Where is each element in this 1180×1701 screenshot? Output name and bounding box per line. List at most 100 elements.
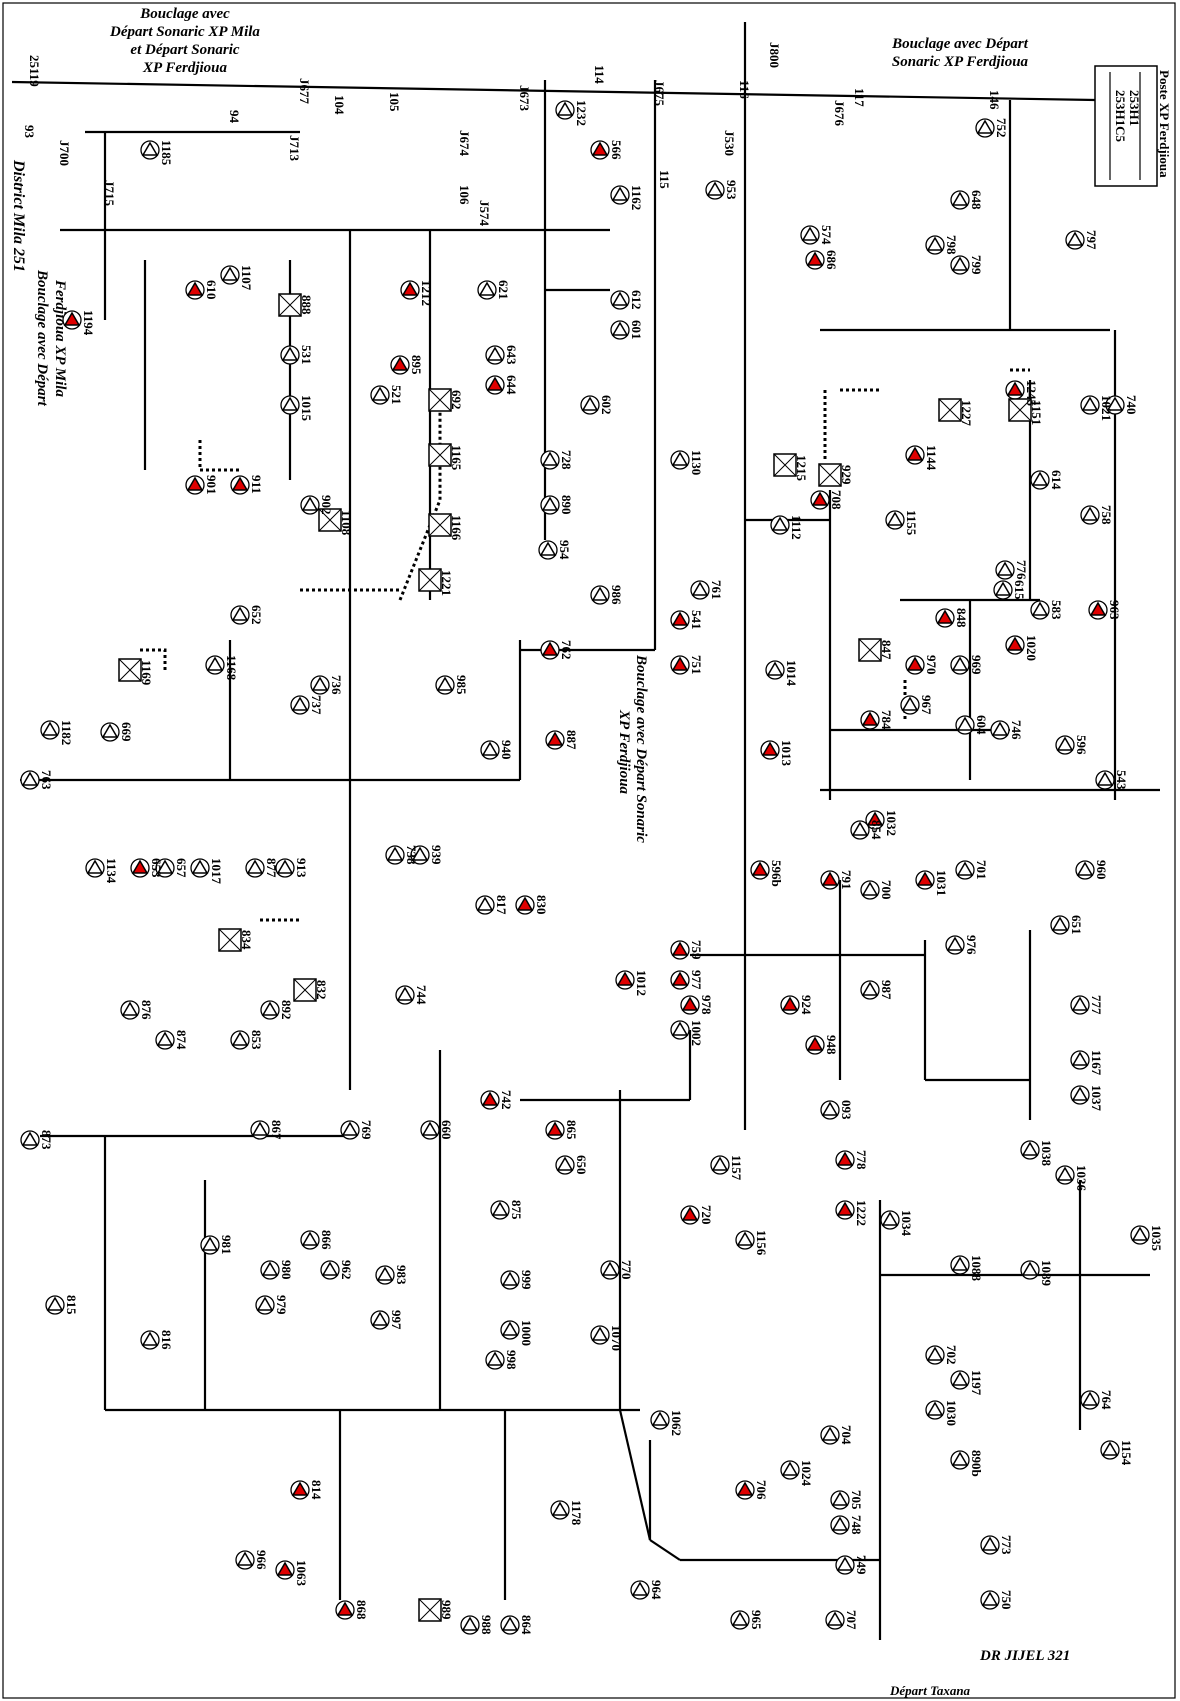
substation-label: 985 [454, 675, 469, 695]
red-transformer-icon [546, 1121, 564, 1136]
substation-686 [805, 250, 825, 270]
substation-label: 948 [824, 1035, 839, 1055]
transformer-icon [1021, 1141, 1039, 1156]
transformer-icon [781, 1461, 799, 1476]
transformer-icon [951, 1256, 969, 1271]
substation-label: 776 [1014, 560, 1029, 580]
substation-label: 1155 [904, 510, 919, 536]
cable-sections [140, 368, 1030, 922]
substation-763 [20, 770, 40, 790]
transformer-icon [551, 1501, 569, 1516]
substation-1034 [880, 1210, 900, 1230]
substation-label: 1165 [449, 445, 464, 471]
transformer-icon [281, 346, 299, 361]
substation-750 [980, 1590, 1000, 1610]
substation-977 [670, 970, 690, 990]
substation-751 [670, 655, 690, 675]
substation-label: 737 [309, 695, 324, 715]
transformer-icon [991, 721, 1009, 736]
substation-label: 1088 [969, 1255, 984, 1282]
transformer-icon [121, 1001, 139, 1016]
feeder-label: 117 [852, 88, 867, 107]
transformer-icon [1071, 996, 1089, 1011]
substation-label: 1038 [1039, 1140, 1054, 1167]
transformer-icon [411, 846, 429, 861]
feeder-label: J677 [297, 78, 312, 105]
substation-1000 [500, 1320, 520, 1340]
red-transformer-icon [291, 1481, 309, 1496]
substation-791 [820, 870, 840, 890]
substation-830 [515, 895, 535, 915]
substation-1215 [773, 453, 797, 477]
substation-label: 738 [404, 845, 419, 865]
substation-986 [590, 585, 610, 605]
substation-1212 [400, 280, 420, 300]
substation-label: 574 [819, 225, 834, 245]
substation-1162 [610, 185, 630, 205]
substation-1014 [765, 660, 785, 680]
transformer-icon [291, 696, 309, 711]
transformer-icon [156, 859, 174, 874]
substation-label: 1032 [884, 810, 899, 836]
red-transformer-icon [671, 611, 689, 626]
feeder-label: J675 [652, 80, 667, 107]
red-transformer-icon [866, 811, 884, 826]
transformer-icon [501, 1616, 519, 1631]
transformer-icon [539, 541, 557, 556]
substation-848 [935, 608, 955, 628]
substation-label: 890b [969, 1450, 984, 1477]
substation-777 [1070, 995, 1090, 1015]
substation-653 [130, 858, 150, 878]
substation-label: 814 [309, 1480, 324, 1500]
substation-574 [800, 225, 820, 245]
substation-1154 [1100, 1440, 1120, 1460]
substation-566 [590, 140, 610, 160]
substation-1227 [938, 398, 962, 422]
substation-label: 621 [496, 280, 511, 300]
substation-label: 601 [629, 320, 644, 340]
substation-label: 744 [414, 985, 429, 1005]
substation-label: 892 [279, 1000, 294, 1020]
red-transformer-icon [541, 641, 559, 656]
substation-864 [500, 1615, 520, 1635]
red-transformer-icon [1006, 636, 1024, 651]
substation-644 [485, 375, 505, 395]
substation-label: 1012 [634, 970, 649, 996]
substation-854 [850, 820, 870, 840]
substation-1032 [865, 810, 885, 830]
substation-label: 653 [149, 858, 164, 878]
substation-583 [1030, 600, 1050, 620]
substation-label: 602 [599, 395, 614, 415]
substation-737 [290, 695, 310, 715]
note-district: District Mila 251 [10, 159, 27, 272]
substation-797 [1065, 230, 1085, 250]
substation-label: 960 [1094, 860, 1109, 880]
substation-label: 596b [769, 860, 784, 887]
transformer-icon [861, 981, 879, 996]
substation-966 [235, 1550, 255, 1570]
red-transformer-icon [276, 1561, 294, 1576]
transformer-icon [994, 581, 1012, 596]
substation-label: 1062 [669, 1410, 684, 1436]
red-transformer-icon [906, 656, 924, 671]
red-transformer-icon [681, 996, 699, 1011]
red-transformer-icon [761, 741, 779, 756]
substation-929 [818, 463, 842, 487]
transformer-icon [341, 1121, 359, 1136]
substation-label: 953 [724, 180, 739, 200]
substation-label: 954 [557, 540, 572, 560]
post-box [1094, 65, 1158, 187]
substation-label: 854 [869, 820, 884, 840]
substation-1002 [670, 1020, 690, 1040]
substation-834 [218, 928, 242, 952]
substation-label: 748 [849, 1515, 864, 1535]
substation-label: 758 [1099, 505, 1114, 525]
transformer-icon [821, 1426, 839, 1441]
transformer-icon [1031, 471, 1049, 486]
note-bottom-right-2: Départ Taxana [889, 1683, 971, 1698]
transformer-icon [956, 716, 974, 731]
red-transformer-icon [591, 141, 609, 156]
red-transformer-icon [916, 871, 934, 886]
substation-987 [860, 980, 880, 1000]
substation-label: 940 [499, 740, 514, 760]
